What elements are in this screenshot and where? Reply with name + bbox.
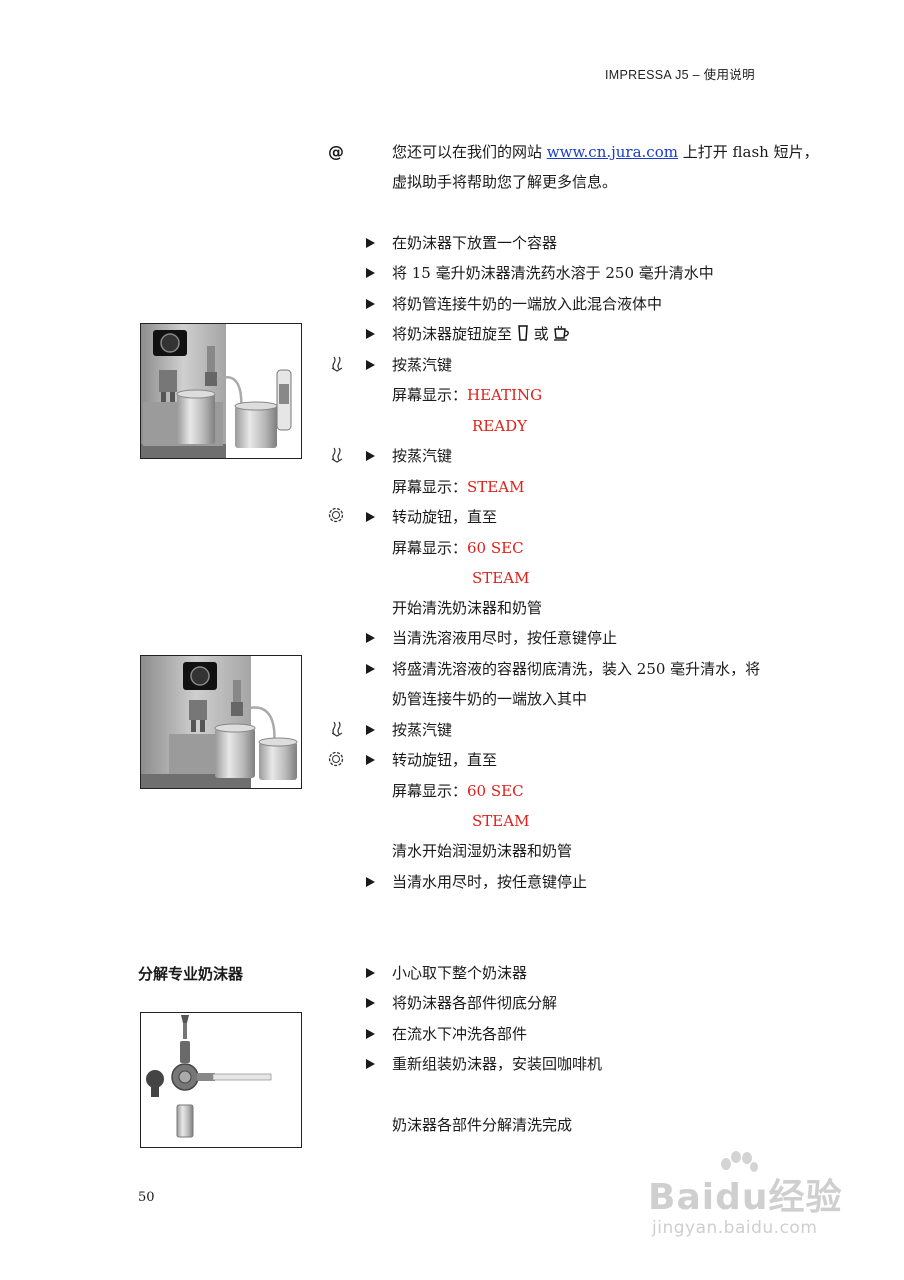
website-link[interactable]: www.cn.jura.com [546,143,678,161]
step-place-container: 在奶沫器下放置一个容器 [392,234,558,252]
cup-icon [553,325,571,346]
figure-frother-parts [140,1012,302,1148]
step-press-steam: 按蒸汽键 [392,356,453,374]
steam-key-icon [330,721,344,741]
display-steam-2: STEAM [472,569,530,587]
bullet-marker [366,998,375,1008]
rotary-knob-icon [327,750,345,772]
step-reassemble: 重新组装奶沫器，安装回咖啡机 [392,1055,603,1073]
paw-icon [721,1151,758,1172]
step-stop-when-empty: 当清洗溶液用尽时，按任意键停止 [392,629,618,647]
step-insert-milk-pipe: 将奶管连接牛奶的一端放入此混合液体中 [392,295,663,313]
at-icon: @ [328,142,344,161]
watermark-url: jingyan.baidu.com [652,1218,818,1238]
watermark-main: Baidu经验 [648,1177,843,1218]
note-disassembly-done: 奶沫器各部件分解清洗完成 [392,1116,573,1134]
display-60sec: 屏幕显示：60 SEC [392,539,524,557]
bullet-marker [366,238,375,248]
baidu-watermark: Baidu经验 jingyan.baidu.com [648,1150,858,1245]
bullet-marker [366,1059,375,1069]
bullet-marker [366,1029,375,1039]
rotary-knob-icon [327,506,345,528]
display-60sec-2: 屏幕显示：60 SEC [392,782,524,800]
note-cleaning-starts: 开始清洗奶沫器和奶管 [392,599,543,617]
page-number: 50 [138,1190,155,1205]
step-remove-frother: 小心取下整个奶沫器 [392,964,528,982]
display-steam: 屏幕显示：STEAM [392,478,525,496]
page-header: IMPRESSA J5 – 使用说明 [605,68,755,82]
bullet-marker [366,968,375,978]
step-press-steam-3: 按蒸汽键 [392,721,453,739]
intro-line-1: 您还可以在我们的网站 www.cn.jura.com 上打开 flash 短片， [392,143,819,161]
steam-key-icon [330,447,344,467]
bullet-marker [366,664,375,674]
display-ready: READY [472,417,528,435]
bullet-marker [366,360,375,370]
bullet-marker [366,329,375,339]
step-press-steam-2: 按蒸汽键 [392,447,453,465]
bullet-marker [366,755,375,765]
display-heating: 屏幕显示：HEATING [392,386,543,404]
figure-machine-water-rinse [140,655,302,789]
step-stop-water: 当清水用尽时，按任意键停止 [392,873,588,891]
bullet-marker [366,299,375,309]
bullet-marker [366,633,375,643]
bullet-marker [366,268,375,278]
step-rinse-container-1: 将盛清洗溶液的容器彻底清洗，装入 250 毫升清水，将 [392,660,761,678]
steam-key-icon [330,356,344,376]
bullet-marker [366,512,375,522]
glass-icon [517,325,529,346]
bullet-marker [366,451,375,461]
section-title-disassembly: 分解专业奶沫器 [138,965,244,983]
step-rinse-container-2: 奶管连接牛奶的一端放入其中 [392,690,588,708]
bullet-marker [366,725,375,735]
intro-line-2: 虚拟助手将帮助您了解更多信息。 [392,173,618,191]
note-rinse-starts: 清水开始润湿奶沫器和奶管 [392,842,573,860]
step-rinse-parts: 在流水下冲洗各部件 [392,1025,528,1043]
figure-machine-milk-cleaning [140,323,302,459]
display-steam-3: STEAM [472,812,530,830]
step-turn-frother-dial: 将奶沫器旋钮旋至 或 [392,324,571,346]
bullet-marker [366,877,375,887]
step-dissolve-cleaner: 将 15 毫升奶沫器清洗药水溶于 250 毫升清水中 [392,264,714,282]
step-turn-knob: 转动旋钮，直至 [392,508,498,526]
step-disassemble-parts: 将奶沫器各部件彻底分解 [392,994,558,1012]
step-turn-knob-2: 转动旋钮，直至 [392,751,498,769]
